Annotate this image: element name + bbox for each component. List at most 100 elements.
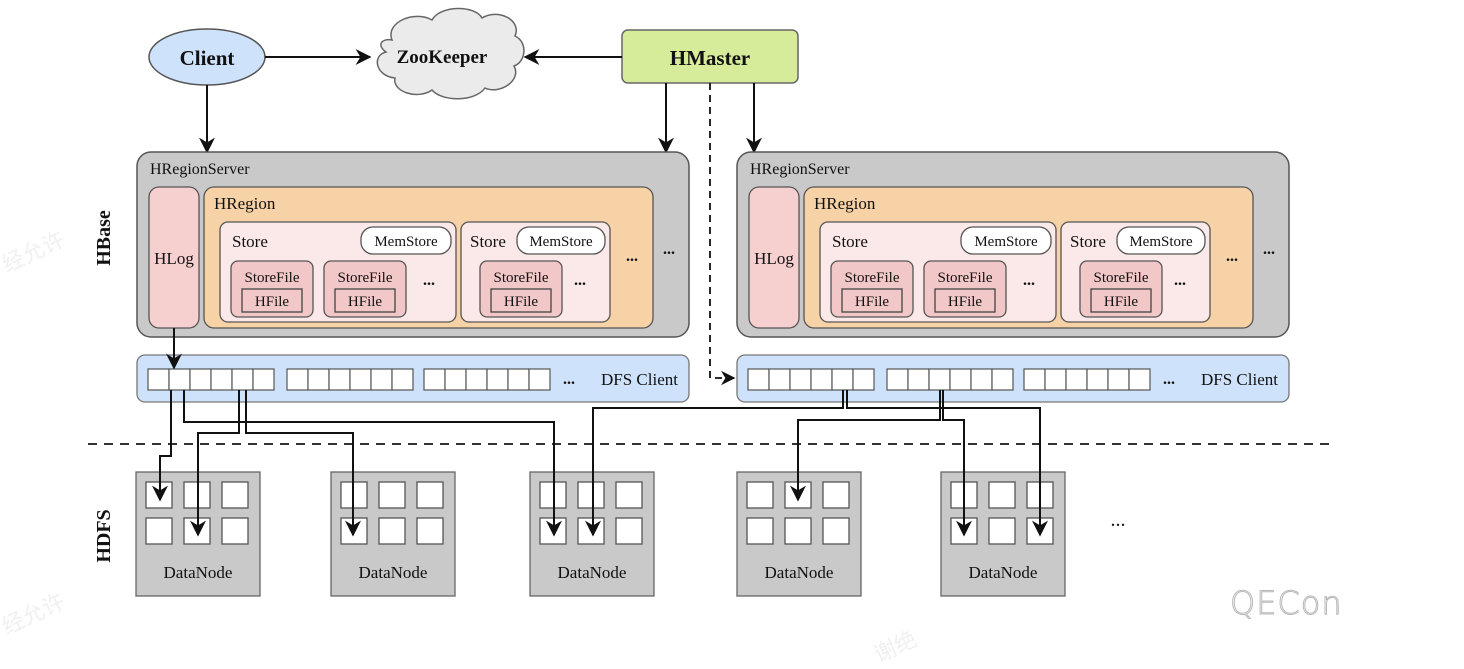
- dfs-client: ...DFS Client: [736, 354, 1290, 403]
- storefile-ellipsis: ...: [1023, 272, 1035, 289]
- block-replication-arrow: [190, 390, 240, 537]
- dfs-block: [831, 368, 854, 391]
- storefile-label: StoreFile: [938, 270, 993, 286]
- datanode-label: DataNode: [765, 563, 834, 582]
- region-server-title: HRegionServer: [150, 161, 250, 178]
- dfs-block: [810, 368, 833, 391]
- dfs-block: [370, 368, 393, 391]
- memstore-label: MemStore: [529, 234, 593, 250]
- dfs-block: [168, 368, 191, 391]
- datanode-block: [416, 481, 444, 509]
- region-ellipsis: ...: [663, 241, 675, 258]
- dfs-block: [747, 368, 770, 391]
- hfile-label: HFile: [504, 294, 539, 310]
- dfs-block: [252, 368, 275, 391]
- datanode-block: [822, 517, 850, 545]
- dfs-block: [189, 368, 212, 391]
- store-ellipsis: ...: [626, 248, 638, 265]
- dfs-block: [1086, 368, 1109, 391]
- dfs-block: [852, 368, 875, 391]
- hlog-label: HLog: [154, 249, 194, 268]
- store-ellipsis: ...: [1226, 248, 1238, 265]
- client-label: Client: [180, 46, 235, 70]
- dfs-block: [789, 368, 812, 391]
- dfs-block: [286, 368, 309, 391]
- dfs-block: [1044, 368, 1067, 391]
- hfile-label: HFile: [255, 294, 290, 310]
- dfs-block: [1065, 368, 1088, 391]
- datanode-block: [577, 481, 605, 509]
- block-replication-arrow: [245, 390, 361, 537]
- datanode-label: DataNode: [969, 563, 1038, 582]
- dfs-block: [486, 368, 509, 391]
- dfs-block: [907, 368, 930, 391]
- hmaster-node: HMaster: [621, 29, 799, 84]
- storefile-label: StoreFile: [845, 270, 900, 286]
- block-group: [886, 368, 1014, 391]
- datanode-block: [221, 517, 249, 545]
- store-label: Store: [470, 232, 506, 251]
- hregion-label: HRegion: [214, 194, 276, 213]
- datanode-block: [378, 517, 406, 545]
- hregion-label: HRegion: [814, 194, 876, 213]
- hmaster-label: HMaster: [670, 46, 750, 70]
- dfs-ellipsis: ...: [1163, 371, 1175, 388]
- memstore-box: [1116, 226, 1206, 255]
- block-replication-arrow: [942, 390, 972, 537]
- hbase-layer-label: HBase: [93, 210, 115, 266]
- dfs-client-label: DFS Client: [601, 370, 678, 389]
- memstore-box: [960, 226, 1052, 255]
- datanode-label: DataNode: [164, 563, 233, 582]
- block-group: [747, 368, 875, 391]
- storefile-label: StoreFile: [338, 270, 393, 286]
- block-group: [423, 368, 551, 391]
- memstore-box: [360, 226, 452, 255]
- block-group: [1023, 368, 1151, 391]
- hfile-box: [334, 288, 396, 313]
- datanode: DataNode: [940, 471, 1066, 597]
- datanode-block: [746, 517, 774, 545]
- zookeeper-label: ZooKeeper: [397, 47, 488, 68]
- dfs-block: [465, 368, 488, 391]
- datanode-block: [416, 517, 444, 545]
- hfile-box: [934, 288, 996, 313]
- dfs-block: [210, 368, 233, 391]
- block-group: [286, 368, 414, 391]
- store-label: Store: [1070, 232, 1106, 251]
- dfs-block: [307, 368, 330, 391]
- hmaster-to-dfsclient-dashed-arrow: [709, 83, 736, 386]
- memstore-label: MemStore: [974, 234, 1038, 250]
- storefile-label: StoreFile: [1094, 270, 1149, 286]
- dfs-block: [991, 368, 1014, 391]
- block-replication-arrow: [585, 390, 844, 537]
- storefile-label: StoreFile: [245, 270, 300, 286]
- dfs-block: [507, 368, 530, 391]
- dfs-block: [528, 368, 551, 391]
- datanode-label: DataNode: [359, 563, 428, 582]
- dfs-ellipsis: ...: [563, 371, 575, 388]
- hlog-box: [748, 186, 800, 329]
- dfs-block: [949, 368, 972, 391]
- datanode-block: [615, 517, 643, 545]
- zookeeper-node: ZooKeeper: [376, 7, 525, 100]
- datanode-block: [145, 517, 173, 545]
- dfs-block: [928, 368, 951, 391]
- block-replication-arrow: [152, 390, 172, 502]
- dfs-block: [1128, 368, 1151, 391]
- dfs-block: [768, 368, 791, 391]
- storefile-ellipsis: ...: [574, 272, 586, 289]
- region-ellipsis: ...: [1263, 241, 1275, 258]
- memstore-box: [516, 226, 606, 255]
- dfs-block: [1023, 368, 1046, 391]
- hlog-label: HLog: [754, 249, 794, 268]
- memstore-label: MemStore: [1129, 234, 1193, 250]
- dfs-block: [147, 368, 170, 391]
